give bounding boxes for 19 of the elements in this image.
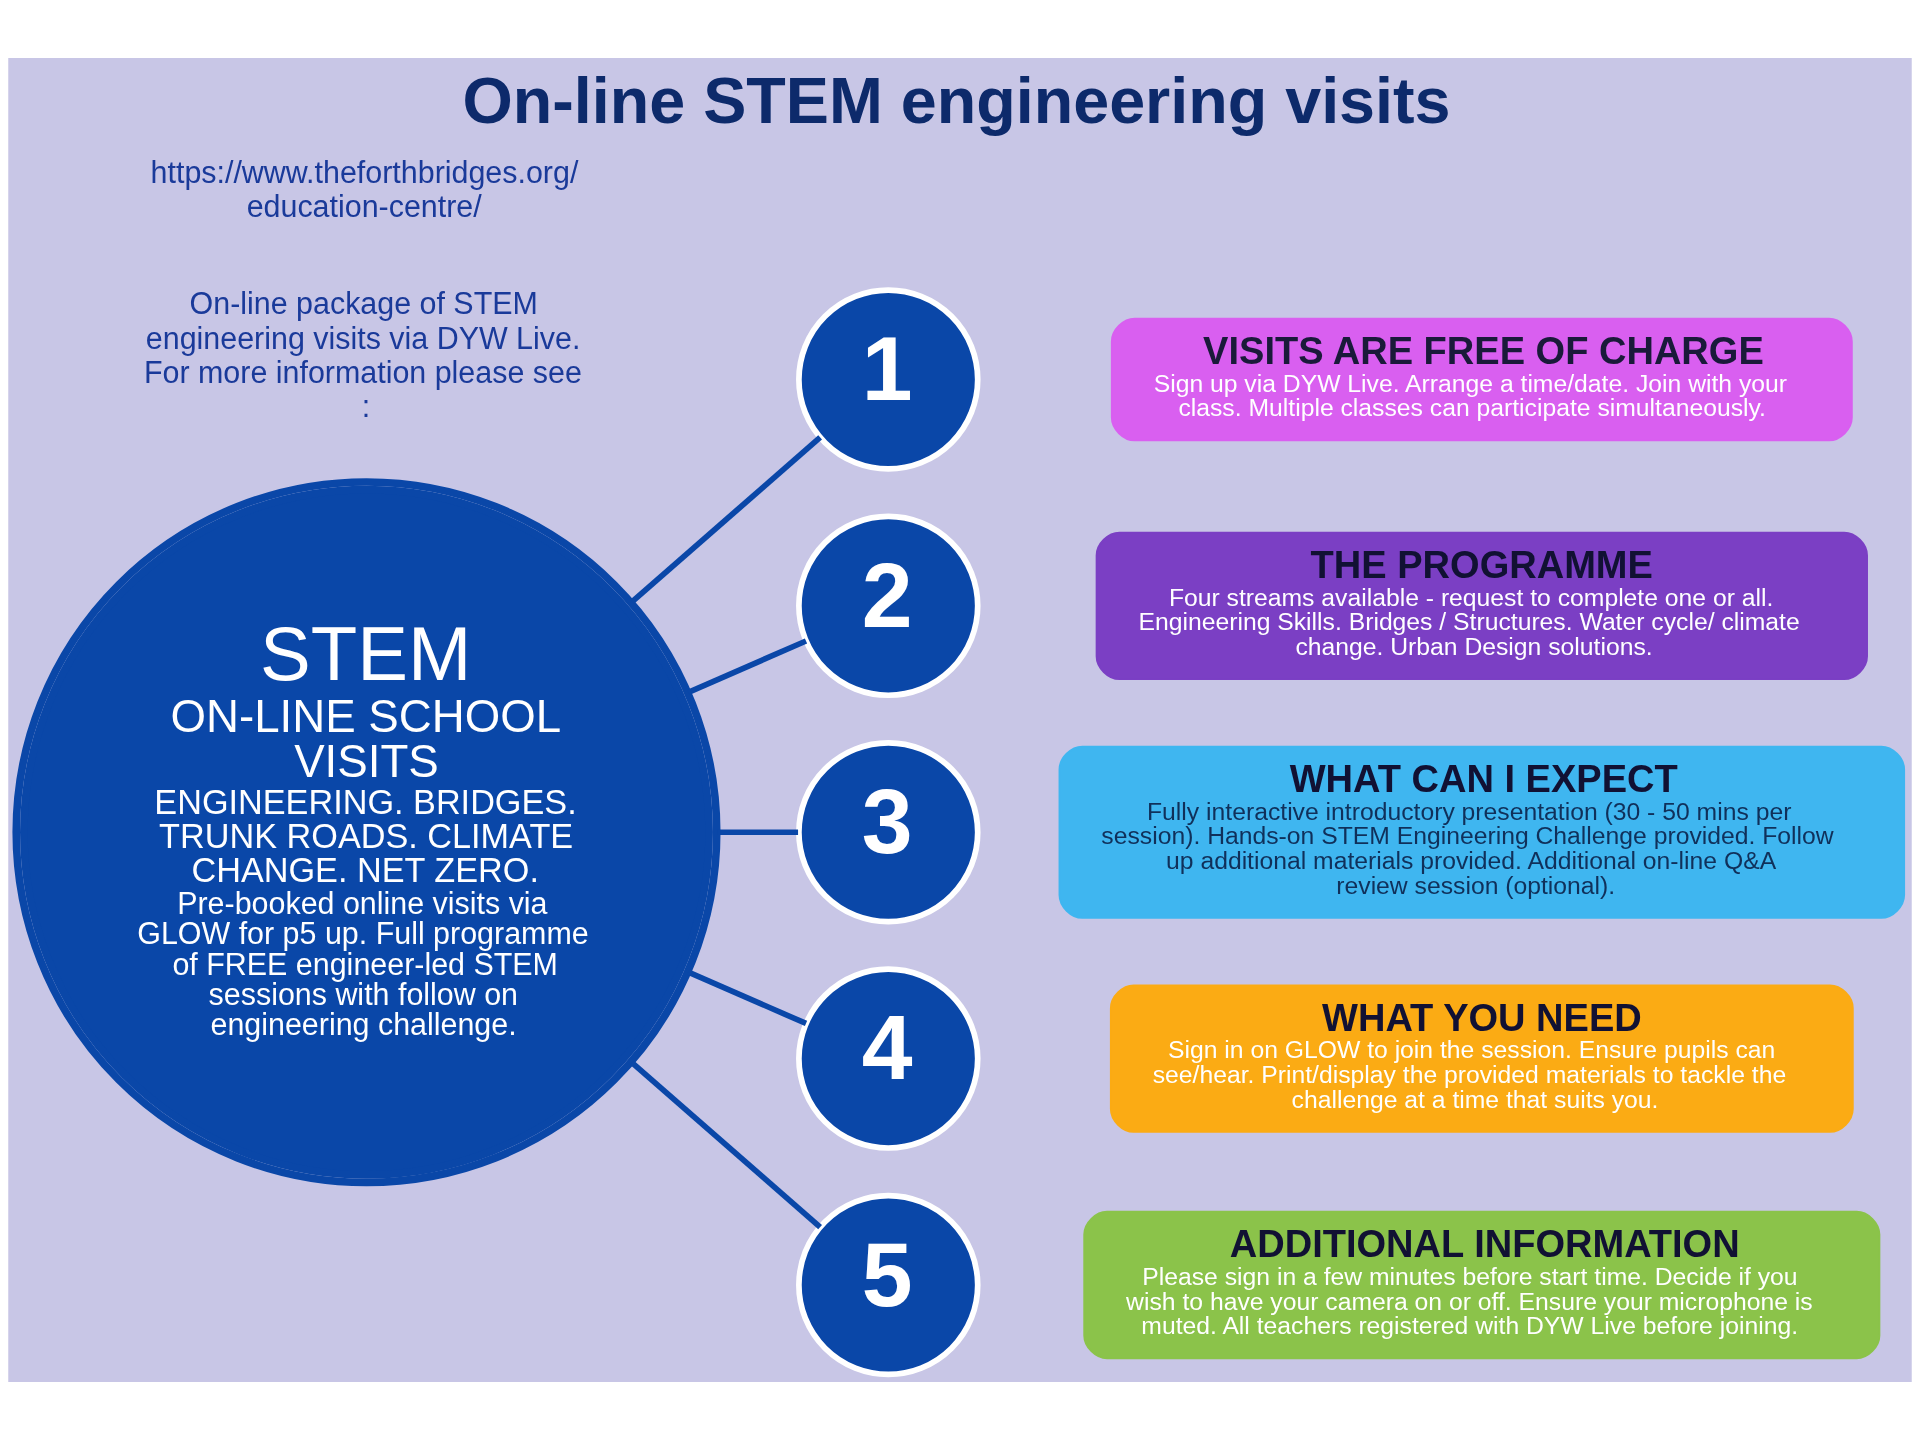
node-circle: STEM ON-LINE SCHOOL VISITS ENGINEERING. BRIDGES. TRUNK ROADS. CLIMATE CHANGE. NET ZERO. Pre-booked online visits via GLOW for p5 up. Full programme of FREE engineer-led STEM sessions with follow on engineering challenge. (12, 478, 721, 1187)
connector (630, 435, 822, 605)
node-circle: 4 (796, 966, 981, 1151)
connector (687, 969, 808, 1027)
node-circle: 1 (796, 287, 981, 472)
diagram-title: On-line STEM engineering visits (462, 64, 1451, 138)
node-circle: 3 (796, 739, 981, 925)
label: On-line package of STEM engineering visits via DYW Live. For more information please see : (143, 286, 582, 424)
node-box: ADDITIONAL INFORMATION Please sign in a few minutes before start time. Decide if you wish to have your camera on or off. Ensure your microphone is muted. All teachers registered with DYW Live before joining. (1083, 1210, 1881, 1360)
node-box: VISITS ARE FREE OF CHARGE Sign up via DYW Live. Arrange a time/date. Join with your class. Multiple classes can participate simultaneously. (1110, 317, 1853, 442)
node-box: THE PROGRAMME Four streams available - request to complete one or all. Engineering Skills. Bridges / Structures. Water cycle/ climate change. Urban Design solutions. (1095, 531, 1868, 681)
connector (687, 638, 808, 696)
node-box: WHAT CAN I EXPECT Fully interactive introductory presentation (30 - 50 mins per session). Hands-on STEM Engineering Challenge provided. Follow up additional materials provided. Additional on-line Q&A review session (optional). (1058, 745, 1906, 919)
node-circle: 2 (796, 513, 981, 699)
connector (717, 829, 799, 836)
label: https://www.theforthbridges.org/education-centre/ (150, 155, 579, 224)
node-circle: 5 (796, 1192, 981, 1378)
connector (630, 1060, 822, 1230)
node-box: WHAT YOU NEED Sign in on GLOW to join the session. Ensure pupils can see/hear. Print/display the provided materials to tackle the challenge at a time that suits you. (1109, 984, 1854, 1133)
